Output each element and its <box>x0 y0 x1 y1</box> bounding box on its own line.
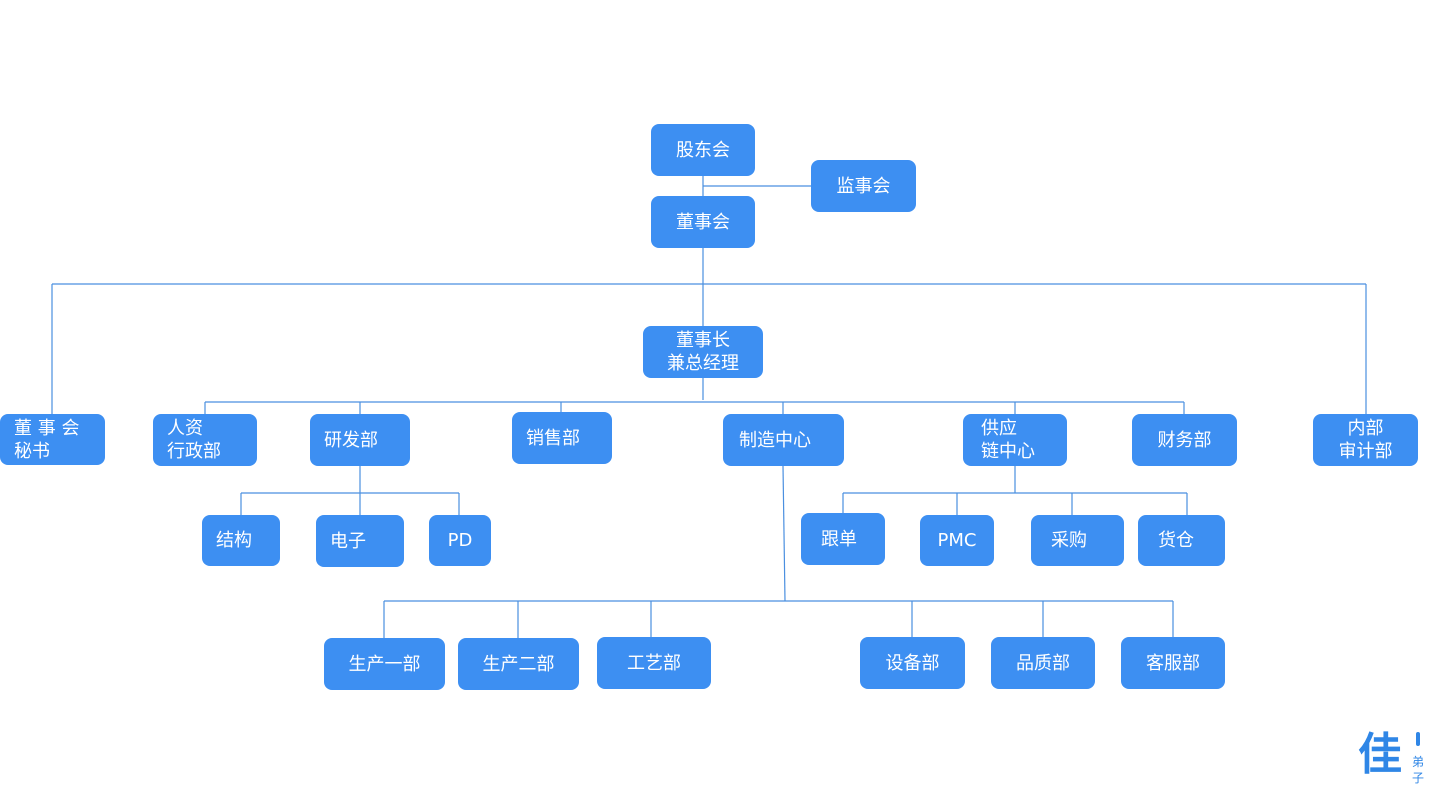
logo-sub-char-1: 弟 <box>1412 755 1425 769</box>
node-dongshizhang: 董事长兼总经理 <box>643 326 763 378</box>
node-gongying-line-1: 供应 <box>981 418 1017 439</box>
node-yanfa: 研发部 <box>310 414 410 466</box>
node-gendan: 跟单 <box>801 513 885 565</box>
node-shengchan1-line-1: 生产一部 <box>348 653 421 675</box>
node-gudonghui: 股东会 <box>651 124 755 176</box>
logo-sub: 弟 子 <box>1412 754 1424 786</box>
node-shenji-line-1: 内部 <box>1347 418 1384 439</box>
node-shenji: 内部审计部 <box>1313 414 1418 466</box>
node-pmc-line-1: PMC <box>937 530 977 551</box>
logo-bar <box>1416 732 1420 746</box>
node-shebei: 设备部 <box>860 637 965 689</box>
node-jiegou: 结构 <box>202 515 280 566</box>
node-shebei-line-1: 设备部 <box>885 652 940 674</box>
node-renzi-line-2: 行政部 <box>167 441 221 462</box>
node-xiaoshou: 销售部 <box>512 412 612 464</box>
node-gudonghui-line-1: 股东会 <box>676 139 730 161</box>
node-dongshizhang-line-1: 董事长 <box>676 330 730 351</box>
node-dongshihui-line-1: 董事会 <box>676 211 730 233</box>
node-jianshihui: 监事会 <box>811 160 916 212</box>
node-renzi: 人资行政部 <box>153 414 257 466</box>
node-shengchan2: 生产二部 <box>458 638 579 690</box>
node-dianzi: 电子 <box>316 515 404 567</box>
node-mishu-line-2: 秘书 <box>14 440 50 462</box>
node-gongyi: 工艺部 <box>597 637 711 689</box>
logo-mark: 佳 <box>1358 729 1402 780</box>
node-shenji-line-2: 审计部 <box>1338 441 1393 462</box>
node-shengchan2-line-1: 生产二部 <box>482 653 555 675</box>
node-pd: PD <box>429 515 491 566</box>
node-mishu: 董 事 会秘书 <box>0 414 105 465</box>
node-dongshizhang-line-2: 兼总经理 <box>667 353 739 374</box>
node-mishu-line-1: 董 事 会 <box>14 417 80 439</box>
node-jianshihui-line-1: 监事会 <box>836 175 891 197</box>
node-pinzhi: 品质部 <box>991 637 1095 689</box>
node-jiegou-line-1: 结构 <box>216 530 252 551</box>
node-gongyi-line-1: 工艺部 <box>627 652 681 674</box>
node-gendan-line-1: 跟单 <box>821 528 857 550</box>
node-caiwu: 财务部 <box>1132 414 1237 466</box>
brand-logo: 佳 弟 子 <box>1358 728 1432 794</box>
node-xiaoshou-line-1: 销售部 <box>526 427 580 449</box>
node-zhizao-line-1: 制造中心 <box>739 429 811 451</box>
node-kefu: 客服部 <box>1121 637 1225 689</box>
node-gongying: 供应链中心 <box>963 414 1067 466</box>
node-gongying-line-2: 链中心 <box>981 441 1035 462</box>
node-huocang: 货仓 <box>1138 515 1225 566</box>
node-shengchan1: 生产一部 <box>324 638 445 690</box>
node-dongshihui: 董事会 <box>651 196 755 248</box>
logo-sub-char-2: 子 <box>1412 771 1425 785</box>
node-yanfa-line-1: 研发部 <box>324 429 378 451</box>
node-pinzhi-line-1: 品质部 <box>1016 652 1070 674</box>
node-huocang-line-1: 货仓 <box>1158 530 1194 551</box>
node-dianzi-line-1: 电子 <box>330 530 366 552</box>
node-pd-line-1: PD <box>447 530 473 551</box>
connector-26 <box>782 465 786 602</box>
node-caigou: 采购 <box>1031 515 1124 566</box>
node-caiwu-line-1: 财务部 <box>1157 429 1212 451</box>
node-zhizao: 制造中心 <box>723 414 844 466</box>
node-pmc: PMC <box>920 515 994 566</box>
node-caigou-line-1: 采购 <box>1051 530 1087 551</box>
node-kefu-line-1: 客服部 <box>1146 652 1200 674</box>
node-renzi-line-1: 人资 <box>167 418 203 439</box>
